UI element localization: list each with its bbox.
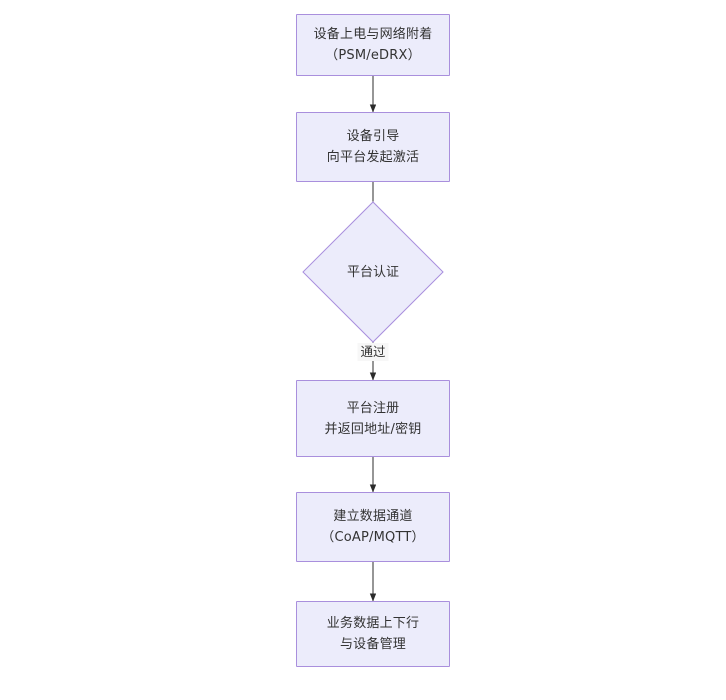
flow-node-label: 建立数据通道 （CoAP/MQTT） <box>321 509 425 545</box>
flow-node-label: 业务数据上下行 与设备管理 <box>326 616 420 652</box>
flow-node-n1[interactable]: 设备上电与网络附着 （PSM/eDRX） <box>296 14 450 76</box>
flow-node-n4[interactable]: 平台注册 并返回地址/密钥 <box>296 380 450 457</box>
flow-node-n3[interactable]: 平台认证 <box>302 201 444 343</box>
edge-label: 通过 <box>357 343 389 361</box>
flow-node-label: 设备引导 向平台发起激活 <box>326 129 420 165</box>
flow-node-n2[interactable]: 设备引导 向平台发起激活 <box>296 112 450 182</box>
flow-node-n6[interactable]: 业务数据上下行 与设备管理 <box>296 601 450 667</box>
flow-node-label: 设备上电与网络附着 （PSM/eDRX） <box>313 27 433 63</box>
flow-node-label: 平台认证 <box>346 264 399 280</box>
flow-node-label: 平台注册 并返回地址/密钥 <box>324 400 422 437</box>
flow-node-n5[interactable]: 建立数据通道 （CoAP/MQTT） <box>296 492 450 562</box>
